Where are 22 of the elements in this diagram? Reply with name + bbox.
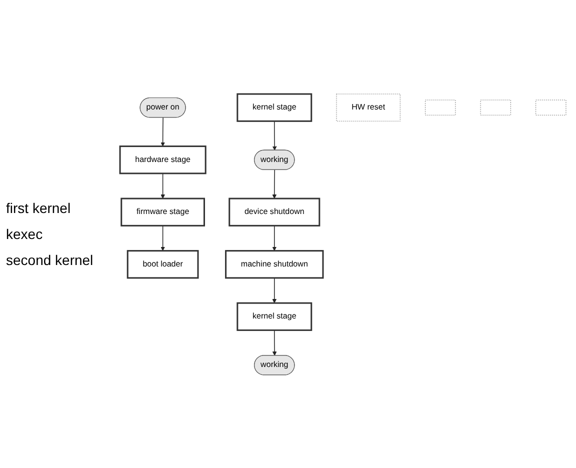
node-box: device shutdown bbox=[228, 197, 320, 226]
arrow bbox=[272, 329, 277, 356]
node-box: HW reset bbox=[336, 93, 400, 121]
node-box: boot loader bbox=[126, 250, 199, 278]
node-box bbox=[425, 99, 456, 115]
arrow bbox=[272, 120, 277, 150]
arrow bbox=[160, 172, 166, 198]
node-box bbox=[536, 99, 566, 115]
annotation-text: second kernel bbox=[6, 252, 94, 268]
node-box: machine shutdown bbox=[225, 250, 324, 278]
annotation-text: kexec bbox=[6, 226, 44, 242]
arrow bbox=[272, 224, 277, 251]
node-box: kernel stage bbox=[236, 302, 312, 330]
node-box: firmware stage bbox=[120, 197, 205, 226]
node-box: hardware stage bbox=[119, 145, 206, 174]
arrow bbox=[160, 116, 166, 146]
annotation-text: first kernel bbox=[6, 200, 72, 216]
node-box: kernel stage bbox=[236, 92, 312, 122]
node-box bbox=[480, 99, 511, 115]
arrow bbox=[272, 169, 277, 198]
arrow bbox=[272, 277, 277, 303]
arrow bbox=[160, 224, 166, 251]
